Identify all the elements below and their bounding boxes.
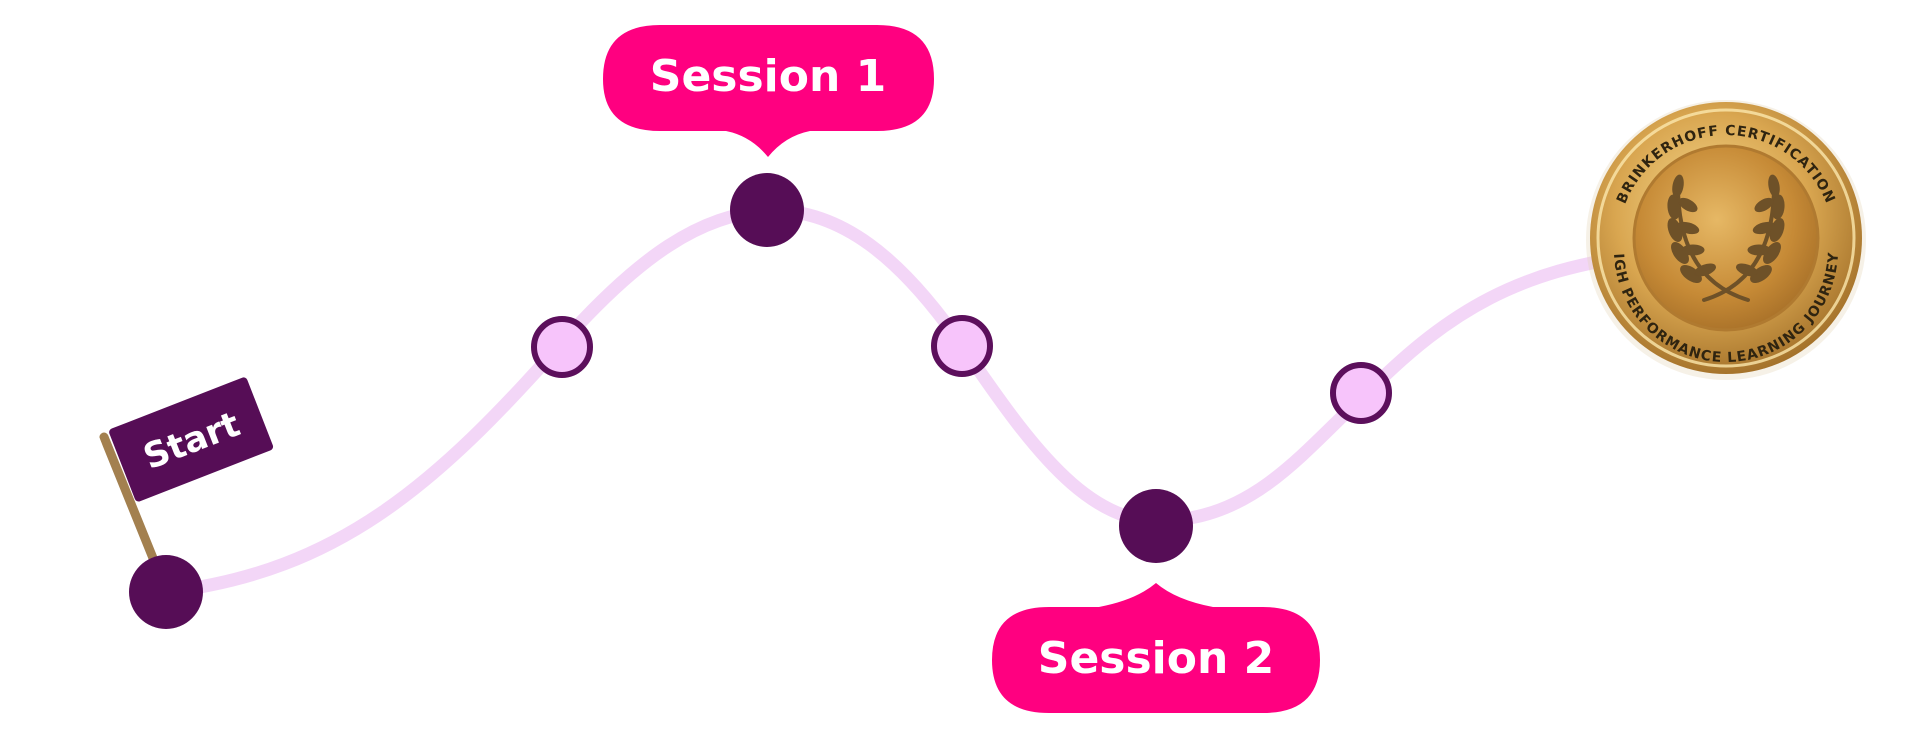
checkpoint-node [931, 315, 993, 377]
session-1-label: Session 1 [650, 51, 886, 102]
checkpoint-node [1330, 362, 1392, 424]
flag-pole [99, 432, 162, 573]
certification-badge: BRINKERHOFF CERTIFICATION HIGH PERFORMAN… [0, 0, 1866, 380]
laurel-wreath-icon [1667, 174, 1785, 302]
session-2-label: Session 2 [1038, 633, 1274, 684]
milestone-node-session-1 [730, 173, 804, 247]
journey-path [159, 203, 1647, 599]
start-flag: Start [96, 377, 274, 573]
session-1-callout: Session 1 [603, 25, 934, 157]
start-node [129, 555, 203, 629]
flag-banner [109, 377, 274, 502]
session-2-callout: Session 2 [992, 583, 1320, 713]
milestone-node-session-2 [1119, 489, 1193, 563]
checkpoint-node [531, 316, 593, 378]
